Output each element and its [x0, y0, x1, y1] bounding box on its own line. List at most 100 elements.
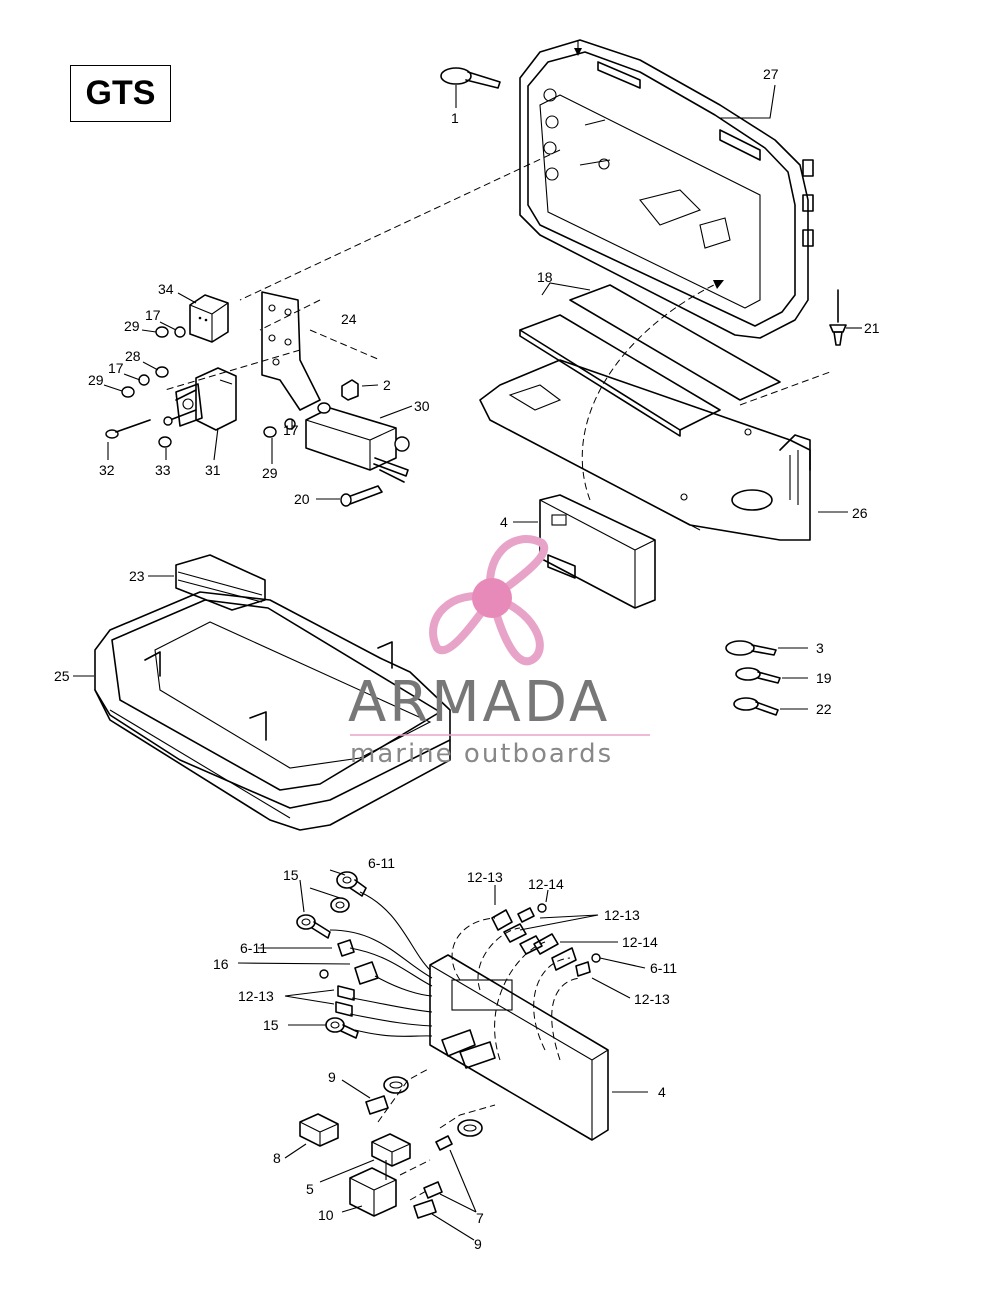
callout-5: 5	[306, 1181, 314, 1197]
fuse-base-10	[349, 1160, 397, 1217]
fuse-9	[365, 1095, 389, 1115]
cable-tie-1	[440, 67, 501, 108]
watermark-tagline: marine outboards	[350, 739, 613, 769]
propeller-hub	[472, 578, 512, 618]
relay-30	[305, 402, 410, 483]
bracket-24	[261, 291, 321, 411]
sleeve-12-13b	[491, 909, 513, 931]
screw-20	[340, 485, 383, 507]
callout-26: 26	[852, 505, 868, 521]
spacer-2	[341, 379, 359, 401]
callout-29a: 29	[124, 318, 140, 334]
callout-25: 25	[54, 668, 70, 684]
model-label-box: GTS	[70, 65, 171, 122]
callout-7: 7	[476, 1210, 484, 1226]
sleeve-12-14a	[517, 903, 547, 923]
washer-28	[155, 366, 169, 378]
washer-17b	[138, 374, 150, 386]
callout-18: 18	[537, 269, 553, 285]
cover-25	[94, 591, 451, 831]
nut-33	[158, 436, 172, 448]
callout-3: 3	[816, 640, 824, 656]
callout-12-13c: 12-13	[238, 988, 274, 1004]
sleeve-12-13c	[503, 923, 543, 955]
grommet-9a	[383, 1076, 409, 1094]
callout-29c: 29	[262, 465, 278, 481]
ring-terminal-15c	[330, 897, 350, 913]
screw-32	[105, 419, 151, 439]
callout-33: 33	[155, 462, 171, 478]
callout-34: 34	[158, 281, 174, 297]
ring-terminal-15b	[325, 1017, 359, 1039]
fuse-block-5	[371, 1133, 411, 1167]
callout-8: 8	[273, 1150, 281, 1166]
callout-10: 10	[318, 1207, 334, 1223]
callout-32: 32	[99, 462, 115, 478]
callout-9b: 9	[474, 1236, 482, 1252]
nut-29b	[121, 386, 135, 398]
callout-30: 30	[414, 398, 430, 414]
ring-terminal-15a	[296, 914, 331, 939]
callout-12-13d: 12-13	[634, 991, 670, 1007]
callout-21: 21	[864, 320, 880, 336]
electrical-box-27	[519, 39, 814, 339]
callout-19: 19	[816, 670, 832, 686]
callout-15b: 15	[263, 1017, 279, 1033]
leader-lines	[73, 292, 538, 677]
callout-22: 22	[816, 701, 832, 717]
callout-27: 27	[763, 66, 779, 82]
watermark: ARMADA marine outboards	[348, 535, 650, 769]
model-label: GTS	[85, 74, 156, 112]
terminal-6-11b	[337, 939, 355, 957]
propeller-logo	[429, 535, 548, 666]
cable-tie-19	[735, 667, 808, 684]
washer-17a	[174, 326, 186, 338]
callout-12-14a: 12-14	[528, 876, 564, 892]
callout-20: 20	[294, 491, 310, 507]
callout-1: 1	[451, 110, 459, 126]
callout-4b: 4	[658, 1084, 666, 1100]
callout-23: 23	[129, 568, 145, 584]
fuse-7a	[435, 1135, 453, 1151]
callout-17b: 17	[108, 360, 124, 376]
circuit-board-4a	[539, 494, 656, 609]
callout-24: 24	[341, 311, 357, 327]
block-34	[189, 294, 229, 343]
propeller-blade	[429, 592, 499, 654]
callout-2: 2	[383, 377, 391, 393]
solenoid-31	[163, 367, 237, 431]
callout-6-11b: 6-11	[240, 940, 267, 956]
propeller-blade	[486, 535, 548, 605]
callout-6-11c: 6-11	[650, 960, 677, 976]
pad-18	[519, 282, 781, 437]
tray-26	[479, 280, 848, 541]
module-4b	[429, 954, 648, 1141]
sleeve-12-13a	[335, 985, 355, 1017]
grommet-9b	[457, 1119, 483, 1137]
callout-12-13b: 12-13	[604, 907, 640, 923]
callout-17a: 17	[145, 307, 161, 323]
fuse-holder-8	[299, 1113, 339, 1147]
callout-4a: 4	[500, 514, 508, 530]
pin-21	[829, 289, 862, 346]
watermark-name: ARMADA	[348, 670, 610, 735]
callout-12-13a: 12-13	[467, 869, 503, 885]
sleeve-12-13d	[575, 961, 591, 977]
fuse-7b	[423, 1181, 443, 1199]
terminal-6-11a	[336, 871, 367, 897]
callout-28: 28	[125, 348, 141, 364]
callout-29b: 29	[88, 372, 104, 388]
cable-tie-22	[733, 697, 808, 716]
callout-6-11a: 6-11	[368, 855, 395, 871]
callout-16: 16	[213, 956, 229, 972]
nut-29c	[263, 426, 277, 438]
callout-15a: 15	[283, 867, 299, 883]
callout-31: 31	[205, 462, 221, 478]
sleeve-12-14b	[533, 933, 559, 955]
callout-9a: 9	[328, 1069, 336, 1085]
propeller-blade	[486, 592, 544, 666]
fuse-9c	[413, 1199, 437, 1219]
nut-29a	[155, 326, 169, 338]
callout-12-14b: 12-14	[622, 934, 658, 950]
